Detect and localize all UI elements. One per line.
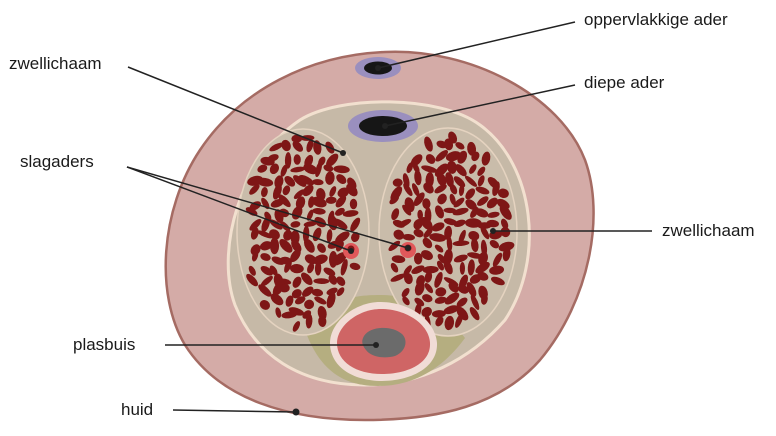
cavernous-space	[270, 238, 279, 255]
label-erectile-tissue-left: zwellichaam	[9, 54, 102, 73]
leader-dot-erectile-left	[340, 150, 346, 156]
cavernous-space	[414, 253, 422, 265]
label-deep-vein: diepe ader	[584, 73, 665, 92]
label-arteries: slagaders	[20, 152, 94, 171]
leader-superficial-vein	[378, 22, 575, 68]
leader-dot-artery-left	[348, 248, 354, 254]
leader-dot-erectile-right	[490, 228, 496, 234]
label-skin: huid	[121, 400, 153, 419]
label-erectile-tissue-right: zwellichaam	[662, 221, 755, 240]
leader-dot-deep-vein	[382, 123, 388, 129]
cavernous-space	[460, 262, 465, 275]
leader-dot-artery-right	[405, 245, 411, 251]
label-superficial-vein: oppervlakkige ader	[584, 10, 728, 29]
label-urethra: plasbuis	[73, 335, 135, 354]
leader-skin	[173, 410, 296, 412]
cavernous-space	[350, 199, 357, 210]
leader-dot-superficial-vein	[375, 65, 381, 71]
leader-dot-skin	[293, 409, 300, 416]
leader-dot-urethra	[373, 342, 379, 348]
